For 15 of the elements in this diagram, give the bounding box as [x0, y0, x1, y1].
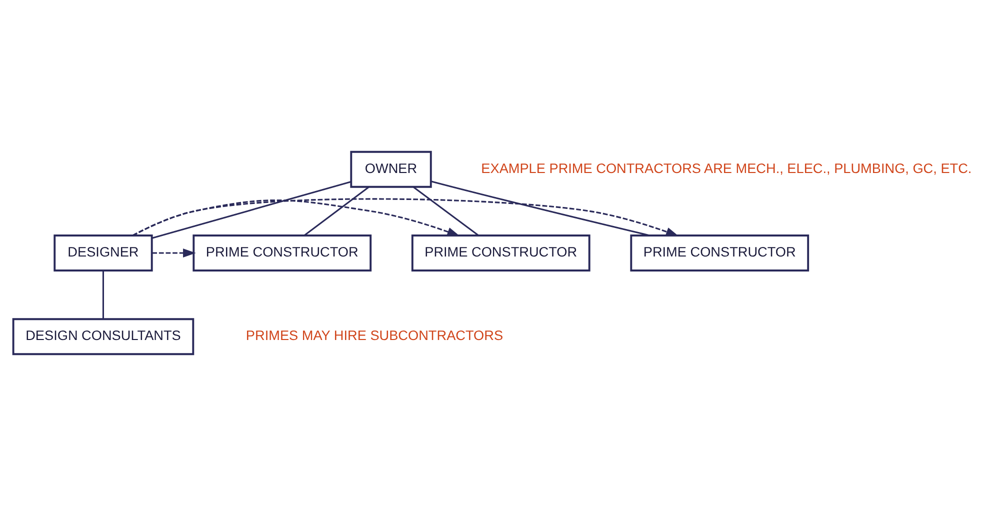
node-box: PRIME CONSTRUCTOR [192, 234, 372, 271]
node-box: PRIME CONSTRUCTOR [630, 234, 810, 271]
node-box: PRIME CONSTRUCTOR [411, 234, 590, 271]
connector [102, 270, 104, 319]
node-box: DESIGNER [54, 234, 153, 271]
label: EXAMPLE PRIME CONTRACTORS ARE MECH., ELEC., PLUMBING, GC, ETC. [481, 160, 972, 176]
connector [152, 180, 352, 238]
connector [304, 186, 370, 236]
node-box: DESIGN CONSULTANTS [12, 318, 194, 355]
arrow [132, 198, 679, 236]
connector [430, 180, 650, 236]
label: PRIMES MAY HIRE SUBCONTRACTORS [246, 328, 504, 343]
connector [413, 186, 479, 236]
arrow [152, 248, 196, 257]
node-box: OWNER [350, 150, 432, 188]
